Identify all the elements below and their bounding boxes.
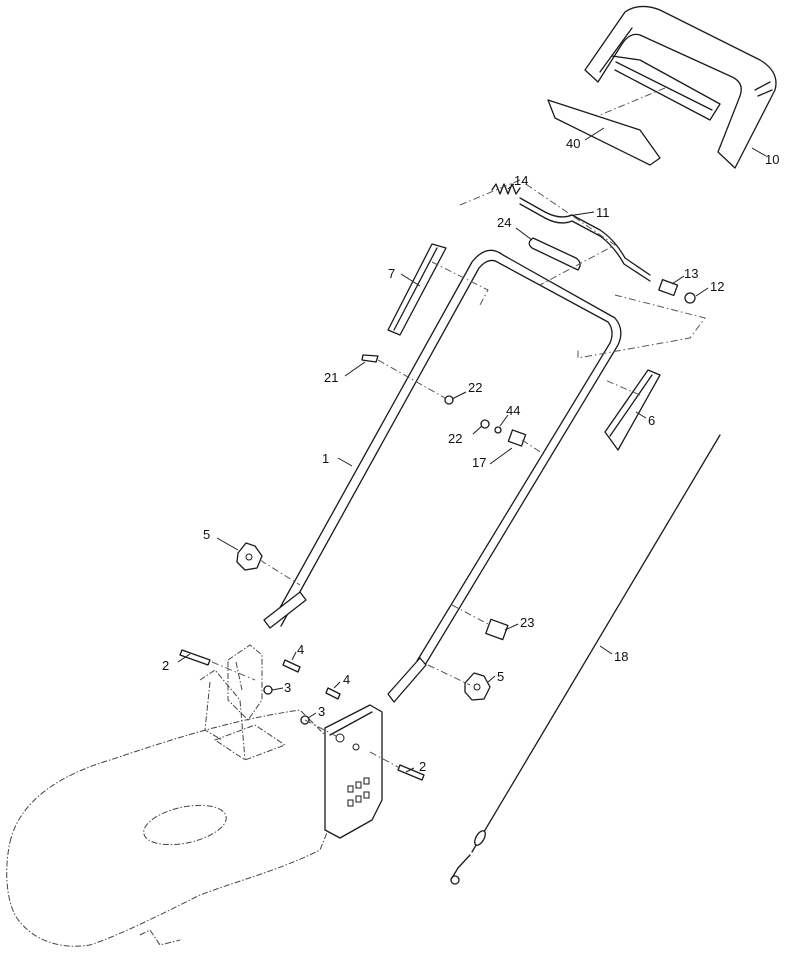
bushing — [528, 237, 581, 271]
handle-rail-right — [604, 369, 661, 451]
callout-4-right: 4 — [343, 672, 350, 687]
bail-bar — [519, 197, 651, 282]
knob-lower — [464, 672, 491, 701]
mower-deck-phantom — [6, 669, 341, 947]
callout-12: 12 — [710, 279, 724, 294]
right-pivot-bracket — [324, 704, 383, 839]
spring — [491, 183, 521, 195]
handle-rail-left — [387, 243, 447, 336]
callout-44: 44 — [506, 403, 520, 418]
small-hardware — [361, 354, 527, 641]
callout-22-upper: 22 — [468, 380, 482, 395]
callout-17: 17 — [472, 455, 486, 470]
grip-bar — [547, 99, 661, 166]
callout-22-lower: 22 — [448, 431, 462, 446]
callout-3-right: 3 — [318, 704, 325, 719]
callout-1: 1 — [322, 451, 329, 466]
pivot-hardware — [179, 649, 425, 781]
handle-tube — [263, 249, 622, 703]
leader-lines — [177, 127, 767, 773]
callout-5-lower: 5 — [497, 669, 504, 684]
callout-7: 7 — [388, 266, 395, 281]
callout-24: 24 — [497, 215, 511, 230]
callout-2-left: 2 — [162, 658, 169, 673]
left-pivot-bracket — [227, 644, 263, 721]
bail-hardware — [658, 278, 696, 304]
upper-grip-assembly — [584, 5, 777, 169]
callout-11: 11 — [596, 205, 610, 220]
knob-upper — [236, 542, 263, 571]
callout-3-left: 3 — [284, 680, 291, 695]
alignment-lines — [211, 87, 706, 769]
callout-14: 14 — [514, 173, 528, 188]
callout-5-upper: 5 — [203, 527, 210, 542]
callout-13: 13 — [684, 266, 698, 281]
callout-10: 10 — [765, 152, 779, 167]
callout-labels: 1 2 2 3 3 4 4 5 5 6 7 10 11 12 13 14 17 … — [162, 136, 779, 774]
callout-6: 6 — [648, 413, 655, 428]
callout-2-right: 2 — [419, 759, 426, 774]
callout-21: 21 — [324, 370, 338, 385]
callout-18: 18 — [614, 649, 628, 664]
callout-4-left: 4 — [297, 642, 304, 657]
callout-23: 23 — [520, 615, 534, 630]
callout-40: 40 — [566, 136, 580, 151]
control-cable — [450, 434, 721, 885]
